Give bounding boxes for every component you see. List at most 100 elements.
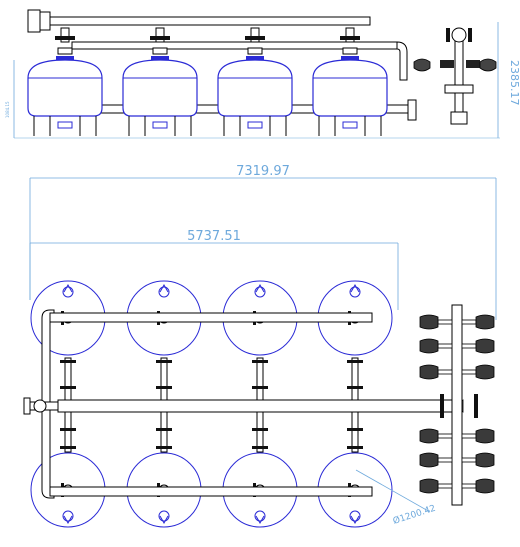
manifold-branch-left — [437, 369, 453, 375]
plan-central-header — [57, 399, 454, 413]
plan-tank-r1-c2 — [126, 280, 202, 401]
top-pipe — [39, 16, 371, 26]
riser-valve-flange — [252, 428, 268, 431]
manifold-valve-2 — [419, 338, 495, 354]
riser-valve-flange-2 — [156, 446, 172, 449]
manifold-branch-left — [437, 343, 453, 349]
spiral-valve-right — [475, 478, 495, 494]
tank-drain — [342, 121, 358, 129]
tank-top-flange — [56, 56, 74, 60]
riser-valve-flange — [347, 360, 363, 363]
manifold-spiral-left — [413, 58, 431, 72]
plan-inlet-flange — [23, 397, 31, 415]
riser-valve-flange-2 — [252, 446, 268, 449]
span-width-label: 5737.51 — [187, 229, 241, 244]
spiral-valve-left — [419, 364, 439, 380]
tank-drain — [57, 121, 73, 129]
plan-inlet-valve — [33, 399, 47, 413]
elevation-tank-2 — [122, 27, 198, 136]
spiral-valve-right — [475, 452, 495, 468]
tank-valve-body — [152, 47, 168, 55]
tank-drain — [247, 121, 263, 129]
tank-valve-flange — [245, 36, 265, 40]
manifold-branch-right — [461, 433, 477, 439]
outlet-flange — [407, 99, 417, 121]
plan-bottom-header — [49, 486, 373, 497]
tank-valve-stem — [345, 27, 355, 43]
manifold-branch-right — [461, 343, 477, 349]
tank-riser — [64, 357, 72, 401]
overall-width-label: 7319.97 — [236, 164, 290, 179]
tank-drain — [152, 121, 168, 129]
manhole-cap — [159, 515, 169, 525]
elevation-view: 2385.17 1084.15 — [5, 9, 520, 139]
manifold-branch-left — [437, 319, 453, 325]
manifold-pipe — [454, 39, 464, 121]
riser-valve-flange — [60, 360, 76, 363]
manhole-cap — [255, 283, 265, 293]
tank-diameter-leader — [355, 469, 431, 513]
manifold-flange-left — [446, 28, 450, 42]
tank-riser — [256, 357, 264, 401]
tank-valve-body — [57, 47, 73, 55]
tank-valve-body — [342, 47, 358, 55]
manifold-top-valve — [451, 27, 467, 43]
plan-tank-r1-c3 — [222, 280, 298, 401]
manhole-cap — [350, 515, 360, 525]
elevation-manifold — [413, 27, 497, 125]
tank-valve-stem — [250, 27, 260, 43]
manifold-branch-left — [437, 433, 453, 439]
manifold-valve-5 — [419, 452, 495, 468]
riser-valve-flange — [60, 428, 76, 431]
riser-valve-flange — [347, 428, 363, 431]
manifold-branch-right — [461, 369, 477, 375]
tank-valve-flange — [340, 36, 360, 40]
plan-top-header — [49, 312, 373, 323]
tank-valve-flange — [55, 36, 75, 40]
manhole-cap — [159, 283, 169, 293]
spiral-valve-right — [475, 364, 495, 380]
tank-top-flange — [151, 56, 169, 60]
tank-valve-stem — [155, 27, 165, 43]
manifold-valve-3 — [419, 364, 495, 380]
tank-shell — [27, 59, 103, 117]
manhole-cap — [255, 515, 265, 525]
tank-shell — [122, 59, 198, 117]
spiral-valve-left — [419, 478, 439, 494]
elevation-tank-3 — [217, 27, 293, 136]
manifold-flange-right — [468, 28, 472, 42]
manifold-valve-6 — [419, 478, 495, 494]
elevation-tank-4 — [312, 27, 388, 136]
riser-valve-flange-2 — [60, 386, 76, 389]
manifold-branch-right — [461, 483, 477, 489]
riser-valve-flange — [252, 360, 268, 363]
spiral-valve-left — [419, 314, 439, 330]
spiral-valve-right — [475, 338, 495, 354]
manifold-branch-right — [461, 319, 477, 325]
tank-riser — [351, 357, 359, 401]
manhole-cap — [63, 283, 73, 293]
plan-view: 7319.97 5737.51 Ø1200.42 — [23, 164, 497, 528]
plan-header-valve-left — [440, 394, 444, 418]
tank-shell — [217, 59, 293, 117]
tank-valve-body — [247, 47, 263, 55]
elevation-tank-1 — [27, 27, 103, 136]
manifold-branch-left — [437, 483, 453, 489]
manifold-valve-1 — [419, 314, 495, 330]
plan-tank-r2-c2 — [126, 411, 202, 528]
spiral-valve-left — [419, 428, 439, 444]
manifold-base — [450, 111, 468, 125]
manhole-cap — [350, 283, 360, 293]
manifold-branch-right — [461, 457, 477, 463]
manifold-valve-body — [440, 60, 454, 68]
plan-header-valve-right — [474, 394, 478, 418]
plan-tank-r1-c4 — [317, 280, 393, 401]
spiral-valve-left — [419, 338, 439, 354]
riser-valve-flange-2 — [347, 446, 363, 449]
riser-valve-flange-2 — [60, 446, 76, 449]
plan-tank-r2-c3 — [222, 411, 298, 528]
riser-valve-flange-2 — [347, 386, 363, 389]
riser-valve-flange — [156, 360, 172, 363]
